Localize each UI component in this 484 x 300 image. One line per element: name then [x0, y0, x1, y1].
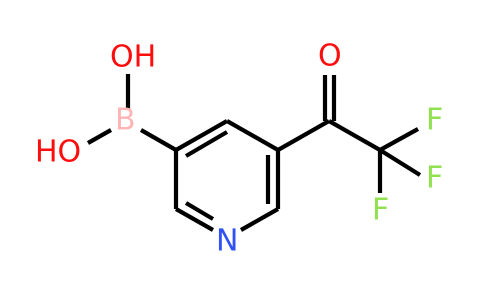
bond-c6-n [239, 207, 280, 232]
bond-cf3-f2 [378, 148, 422, 177]
bond-b-c3 [139, 128, 178, 152]
atom-oh-top: OH [110, 40, 156, 75]
bond-c5-carbonyl-c [276, 119, 331, 152]
atom-carbonyl-oxygen: O [318, 39, 342, 74]
atom-oh-left: HO [35, 135, 81, 170]
bond-c3-c4-inner [184, 130, 229, 158]
atom-labels: OH B HO N O F F F [35, 39, 443, 259]
atom-boron: B [115, 103, 136, 138]
bond-c4-c5 [225, 119, 280, 152]
bond-carbonyl-cf3 [327, 119, 382, 152]
atom-fluorine-1: F [426, 103, 443, 138]
atom-fluorine-2: F [426, 161, 443, 196]
bond-c3-c4 [174, 119, 229, 152]
atom-nitrogen: N [216, 224, 238, 259]
bond-cf3-f1 [378, 127, 420, 152]
atom-fluorine-3: F [372, 193, 389, 228]
bond-b-oh-left [86, 128, 113, 145]
bonds [86, 74, 422, 232]
bond-n-c2 [174, 207, 215, 232]
bond-n-c2-inner [184, 201, 215, 221]
